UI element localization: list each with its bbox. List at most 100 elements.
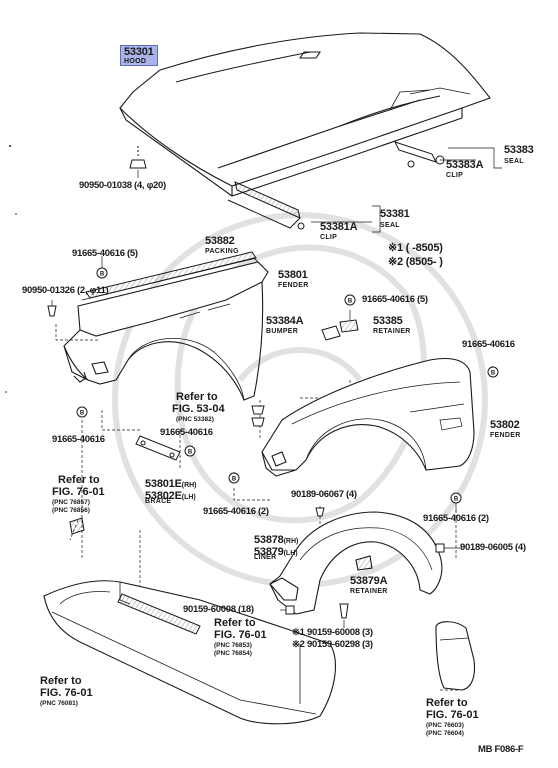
bumper-bracket-left: [69, 517, 85, 535]
clip-b-part-name: CLIP: [320, 234, 338, 241]
bolt-symbols: [76, 267, 499, 504]
brace-lh-callout: 53802E(LH): [145, 486, 196, 504]
pnc-76857: (PNC 76857): [52, 499, 90, 506]
pnc-53382: (PNC 53382): [176, 416, 214, 423]
retainer-part-number: 53385: [373, 315, 403, 327]
bumper-part-number: 53384A: [266, 315, 304, 327]
seal2-part-name: SEAL: [380, 222, 400, 229]
mudguard-drawing: [435, 621, 476, 691]
pnc-76854: (PNC 76854): [214, 650, 252, 657]
brace-rh-number: 53801E: [145, 478, 182, 490]
page-code: MB F086-F: [478, 744, 524, 755]
hood-nut-label: 90950-01038 (4, φ20): [79, 180, 166, 191]
packing-part-number: 53882: [205, 235, 235, 247]
fender-rh-part-name: FENDER: [278, 282, 309, 289]
bumper-bracket-center: [117, 593, 201, 635]
packing-part-name: PACKING: [205, 248, 239, 255]
fig-76-01-a: FIG. 76-01: [52, 486, 105, 498]
grommet: [47, 305, 57, 317]
svg-text:B: B: [348, 299, 353, 305]
fender-rh-drawing: [63, 257, 269, 401]
brace-part-name: BRACE: [145, 498, 172, 505]
clip-90189-06067-label: 90189-06067 (4): [291, 489, 357, 500]
svg-text:B: B: [454, 497, 459, 503]
liner-lh-callout: 53879(LH): [254, 542, 298, 560]
liner-part-name: LINER: [254, 554, 277, 561]
screw-s1-label: ※1 90159-60008 (3): [292, 627, 373, 638]
clip-a-part-number: 53383A: [446, 159, 484, 171]
hood-part-number: 53301: [124, 46, 154, 58]
fig-76-01-d: FIG. 76-01: [426, 709, 479, 721]
bumper-cover-drawing: [43, 580, 336, 725]
liner-fasteners: [285, 507, 445, 619]
fig-76-01-c: FIG. 76-01: [40, 687, 93, 699]
svg-text:B: B: [491, 371, 496, 377]
specks: [5, 145, 17, 393]
liner-drawing: [269, 511, 443, 615]
svg-text:B: B: [80, 411, 85, 417]
bumper-part-name: BUMPER: [266, 328, 299, 335]
bolt-left-label: 91665-40616: [52, 434, 105, 445]
refer-to-5: Refer to: [426, 697, 468, 709]
pnc-76604: (PNC 76604): [426, 730, 464, 737]
hood-drawing: [119, 32, 491, 197]
hood-rear-seal: [227, 181, 305, 230]
bolt-letters: B B B B B B B: [80, 272, 496, 503]
bolt-2-right-label: 91665-40616 (2): [423, 513, 489, 524]
clip-a-part-name: CLIP: [446, 172, 464, 179]
screw-18-label: 90159-60008 (18): [183, 604, 254, 615]
fender-lh-part-number: 53802: [490, 419, 520, 431]
fender-lh-drawing: [261, 357, 475, 477]
svg-text:B: B: [232, 477, 237, 483]
refer-to-1: Refer to: [176, 391, 218, 403]
screw-s2-label: ※2 90159-60298 (3): [292, 639, 373, 650]
svg-text:B: B: [188, 450, 193, 456]
bolt-5-top-label: 91665-40616 (5): [72, 248, 138, 259]
refer-to-2: Refer to: [58, 474, 100, 486]
bolt-2-bottom-label: 91665-40616 (2): [203, 506, 269, 517]
grommet-label: 90950-01326 (2, φ11): [22, 285, 109, 296]
hood-nut: [129, 146, 147, 169]
fender-rh-part-number: 53801: [278, 269, 308, 281]
hood-side-seal: [394, 141, 445, 168]
refer-to-4: Refer to: [40, 675, 82, 687]
brace-lh-number: 53802E: [145, 490, 182, 502]
bolt-center-label: 91665-40616: [160, 427, 213, 438]
liner-lh-number: 53879: [254, 546, 284, 558]
hood-part-callout: 53301 HOOD: [120, 45, 158, 68]
bolt-right-label: 91665-40616: [462, 339, 515, 350]
screw-90189-06005-label: 90189-06005 (4): [460, 542, 526, 553]
bumper-retainer-parts: [321, 319, 359, 341]
liner-rh-number: 53878: [254, 534, 284, 546]
clip-b-part-number: 53381A: [320, 221, 358, 233]
pnc-76853: (PNC 76853): [214, 642, 252, 649]
brace-rh-callout: 53801E(RH): [145, 474, 197, 492]
pnc-76081: (PNC 76081): [40, 700, 78, 707]
seal-part-number: 53383: [504, 144, 534, 156]
fig-76-01-b: FIG. 76-01: [214, 629, 267, 641]
bolt-5-mid-label: 91665-40616 (5): [362, 294, 428, 305]
legend-range-1: ※1 ( -8505): [388, 242, 443, 254]
packing-strip: [85, 251, 257, 299]
seal-part-name: SEAL: [504, 158, 524, 165]
refer-to-3: Refer to: [214, 617, 256, 629]
pnc-76603: (PNC 76603): [426, 722, 464, 729]
fender-lh-part-name: FENDER: [490, 432, 521, 439]
seal2-part-number: 53381: [380, 208, 410, 220]
hood-part-name: HOOD: [124, 58, 147, 65]
retainer-part-name: RETAINER: [373, 328, 411, 335]
hood-support-parts: [251, 405, 265, 427]
pnc-76856: (PNC 76856): [52, 507, 90, 514]
liner-rh-tag: (RH): [283, 538, 299, 545]
retainer2-part-number: 53879A: [350, 575, 388, 587]
liner-rh-callout: 53878(RH): [254, 530, 298, 548]
retainer2-part-name: RETAINER: [350, 588, 388, 595]
fig-53-04: FIG. 53-04: [172, 403, 225, 415]
legend-range-2: ※2 (8505- ): [388, 256, 443, 268]
brace-drawing: [135, 435, 181, 461]
liner-lh-tag: (LH): [283, 550, 298, 557]
brace-rh-tag: (RH): [181, 482, 197, 489]
svg-text:B: B: [100, 272, 105, 278]
